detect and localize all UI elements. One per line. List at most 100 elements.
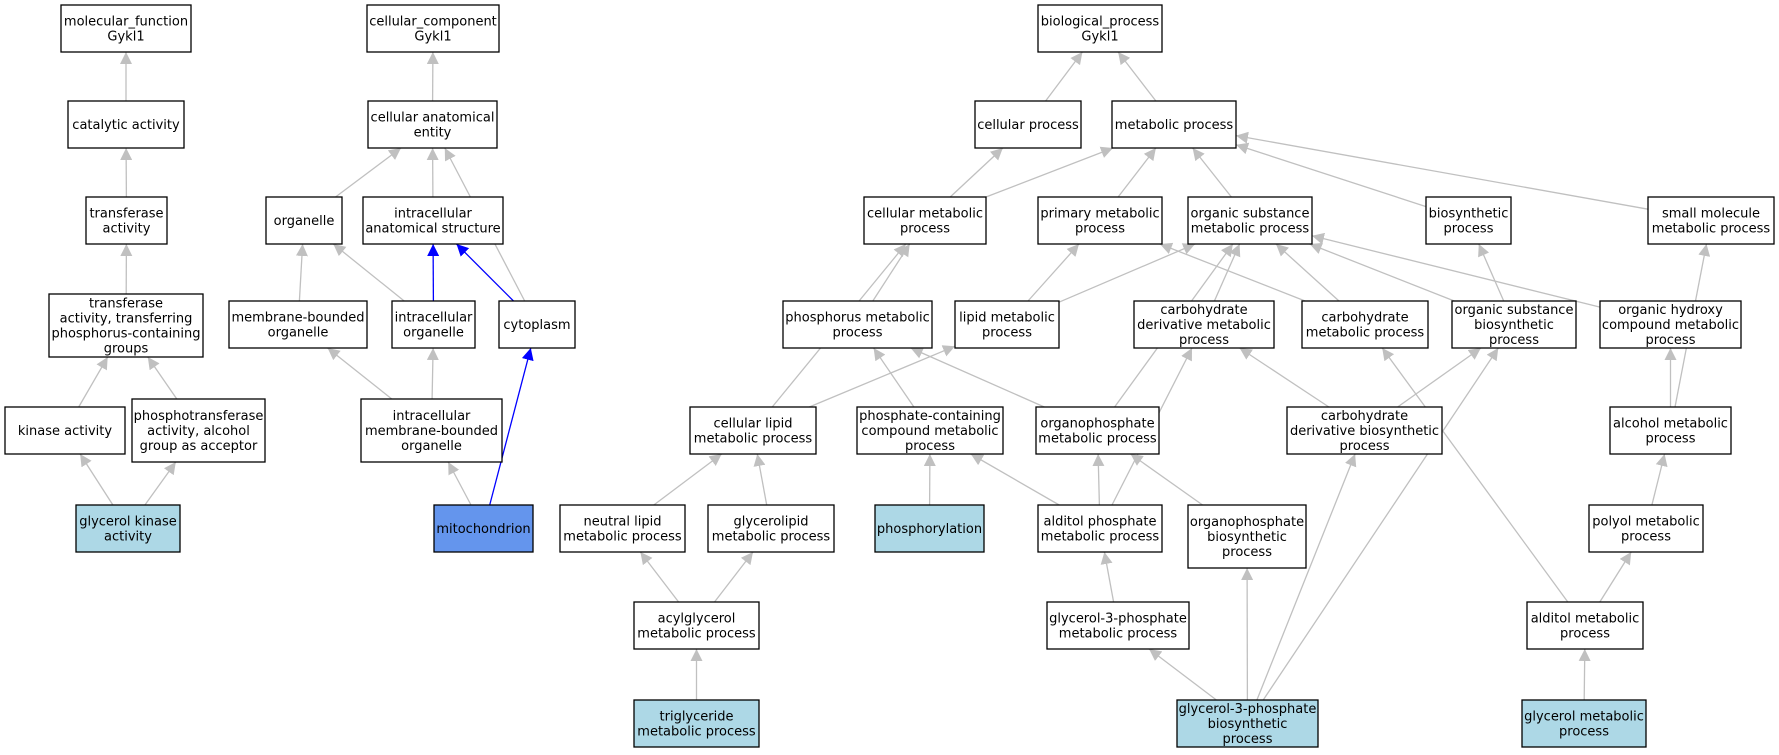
node-box: [391, 300, 476, 349]
node-label-line: process: [1075, 222, 1125, 237]
node-cyto[interactable]: cytoplasm: [498, 300, 576, 349]
edge-imbo-to-io: [426, 347, 439, 400]
edge-cdmp-to-osmp: [1213, 243, 1241, 302]
node-label-line: Gykl1: [1081, 30, 1118, 45]
edge-opbp-to-opmp: [1130, 453, 1203, 506]
node-label-line: phosphorus metabolic: [785, 311, 929, 326]
node-box: [265, 196, 343, 245]
node-label-line: groups: [104, 342, 149, 357]
node-label-line: membrane-bounded: [365, 424, 498, 439]
node-box: [1133, 300, 1275, 349]
node-label-line: acylglycerol: [658, 612, 736, 627]
node-label-line: transferase: [89, 207, 163, 222]
node-label-line: cellular process: [977, 118, 1079, 133]
node-box: [974, 100, 1082, 149]
edge-osmp-to-mp: [1192, 147, 1232, 198]
edge-lmp-to-pmp: [1027, 243, 1080, 302]
node-box: [1037, 504, 1163, 553]
node-box: [1176, 699, 1319, 748]
node-label-line: metabolic process: [637, 627, 756, 642]
node-label-line: organic substance: [1191, 207, 1310, 222]
edge-g3pmp-to-apmp: [1100, 551, 1115, 603]
edge-pccmp-to-phmp: [873, 347, 915, 408]
node-mito[interactable]: mitochondrion: [433, 504, 534, 553]
node-box: [1037, 4, 1163, 53]
edge-cmp-to-cp: [949, 147, 1004, 198]
node-org[interactable]: organelle: [265, 196, 343, 245]
node-label-line: biosynthetic: [1474, 318, 1554, 333]
edges-layer: [78, 51, 1711, 701]
node-label-line: glycerol-3-phosphate: [1049, 612, 1187, 627]
node-label-line: phosphotransferase: [134, 409, 264, 424]
node-cat[interactable]: catalytic activity: [67, 100, 185, 149]
node-label-line: entity: [414, 126, 452, 141]
edge-pmp-to-mp: [1117, 147, 1157, 198]
node-label-line: process: [1444, 222, 1494, 237]
edge-apmp-to-opmp: [1092, 453, 1105, 506]
edge-cyto-to-ias: [456, 243, 514, 302]
node-label-line: cellular_component: [369, 15, 497, 30]
node-label-line: process: [982, 326, 1032, 341]
node-label-line: process: [1560, 627, 1610, 642]
node-label-line: phosphorus-containing: [51, 327, 200, 342]
node-label-line: biological_process: [1041, 15, 1160, 30]
node-label-line: organophosphate: [1040, 417, 1154, 432]
node-box: [1425, 196, 1512, 245]
node-label-line: process: [1646, 333, 1696, 348]
node-kin[interactable]: kinase activity: [4, 406, 126, 455]
node-label-line: process: [833, 326, 883, 341]
edge-cdbp-to-cdmp: [1239, 347, 1330, 408]
node-phos[interactable]: phosphorylation: [874, 504, 985, 553]
node-label-line: metabolic process: [1038, 432, 1157, 447]
node-box: [856, 406, 1004, 455]
node-label-line: glycerol kinase: [79, 515, 177, 530]
node-box: [1187, 504, 1307, 569]
node-label-line: membrane-bounded: [231, 311, 364, 326]
node-cp[interactable]: cellular process: [974, 100, 1082, 149]
node-mp[interactable]: metabolic process: [1111, 100, 1237, 149]
edge-mito-to-imbo: [447, 461, 472, 506]
node-box: [863, 196, 987, 245]
